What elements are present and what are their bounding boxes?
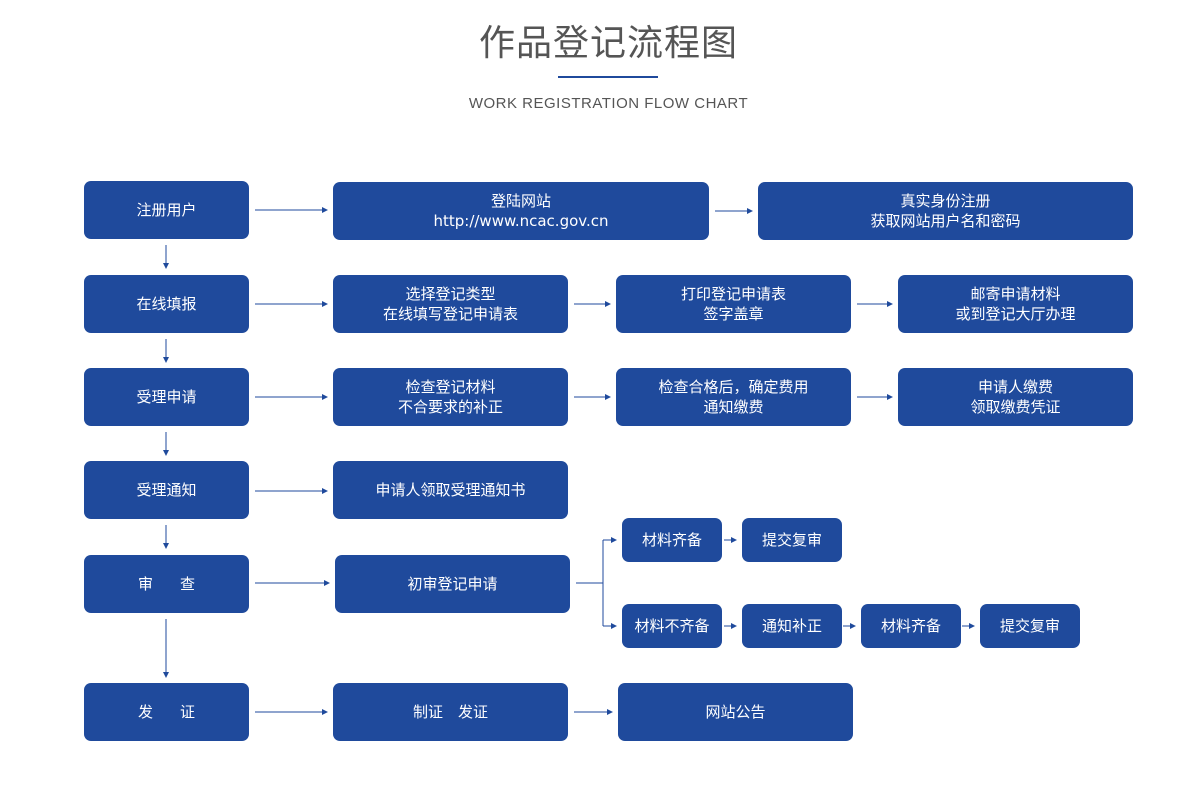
step-label: 审查 xyxy=(137,575,222,593)
step-label: 受理通知 xyxy=(136,481,197,499)
box-check-materials: 检查登记材料 不合要求的补正 xyxy=(333,368,568,426)
box-line: 通知缴费 xyxy=(703,398,764,416)
step-accept-application: 受理申请 xyxy=(84,368,249,426)
box-materials-complete-2: 材料齐备 xyxy=(861,604,961,648)
box-line: 材料不齐备 xyxy=(634,617,710,635)
box-receive-notice: 申请人领取受理通知书 xyxy=(333,461,568,519)
box-mail-materials: 邮寄申请材料 或到登记大厅办理 xyxy=(898,275,1133,333)
box-initial-review: 初审登记申请 xyxy=(335,555,570,613)
box-line: 真实身份注册 xyxy=(900,192,991,210)
box-website-announcement: 网站公告 xyxy=(618,683,853,741)
box-line: 选择登记类型 xyxy=(405,285,496,303)
box-line: 提交复审 xyxy=(761,531,822,549)
box-line: 材料齐备 xyxy=(880,617,941,635)
step-label: 受理申请 xyxy=(136,388,197,406)
website-url: http://www.ncac.gov.cn xyxy=(433,212,609,230)
box-line: 不合要求的补正 xyxy=(397,398,503,416)
box-line: 领取缴费凭证 xyxy=(970,398,1061,416)
box-login-website: 登陆网站 http://www.ncac.gov.cn xyxy=(333,182,709,240)
box-print-form: 打印登记申请表 签字盖章 xyxy=(616,275,851,333)
step-label: 发证 xyxy=(137,703,222,721)
page-title: 作品登记流程图 xyxy=(478,23,738,64)
title-underline xyxy=(558,76,658,78)
box-line: 提交复审 xyxy=(999,617,1060,635)
box-materials-complete: 材料齐备 xyxy=(622,518,722,562)
box-notify-correction: 通知补正 xyxy=(742,604,842,648)
box-submit-review-2: 提交复审 xyxy=(980,604,1080,648)
step-label: 在线填报 xyxy=(136,295,197,313)
box-line: 网站公告 xyxy=(705,703,766,721)
box-materials-incomplete: 材料不齐备 xyxy=(622,604,722,648)
box-line: 检查登记材料 xyxy=(405,378,496,396)
box-make-issue-cert: 制证 发证 xyxy=(333,683,568,741)
box-line: 申请人缴费 xyxy=(977,378,1053,396)
box-line: 或到登记大厅办理 xyxy=(955,305,1076,323)
box-line: 登陆网站 xyxy=(490,192,551,210)
box-realname-register: 真实身份注册 获取网站用户名和密码 xyxy=(758,182,1133,240)
box-line: 签字盖章 xyxy=(703,305,764,323)
box-line: 在线填写登记申请表 xyxy=(382,305,518,323)
box-submit-review: 提交复审 xyxy=(742,518,842,562)
box-line: 获取网站用户名和密码 xyxy=(870,212,1021,230)
box-line: 检查合格后，确定费用 xyxy=(658,378,809,396)
step-online-fill: 在线填报 xyxy=(84,275,249,333)
page-subtitle: WORK REGISTRATION FLOW CHART xyxy=(468,95,749,112)
branch-connector xyxy=(576,540,604,584)
box-fee-notice: 检查合格后，确定费用 通知缴费 xyxy=(616,368,851,426)
box-line: 材料齐备 xyxy=(641,531,702,549)
box-line: 通知补正 xyxy=(761,617,822,635)
box-line: 申请人领取受理通知书 xyxy=(375,481,526,499)
box-line: 制证 发证 xyxy=(412,703,488,721)
step-accept-notice: 受理通知 xyxy=(84,461,249,519)
step-review: 审查 xyxy=(84,555,249,613)
box-line: 邮寄申请材料 xyxy=(970,285,1061,303)
step-issue-cert: 发证 xyxy=(84,683,249,741)
box-line: 打印登记申请表 xyxy=(680,285,786,303)
step-register-user: 注册用户 xyxy=(84,181,249,239)
box-line: 初审登记申请 xyxy=(407,575,498,593)
step-label: 注册用户 xyxy=(136,201,197,219)
box-select-type: 选择登记类型 在线填写登记申请表 xyxy=(333,275,568,333)
box-pay-fee: 申请人缴费 领取缴费凭证 xyxy=(898,368,1133,426)
